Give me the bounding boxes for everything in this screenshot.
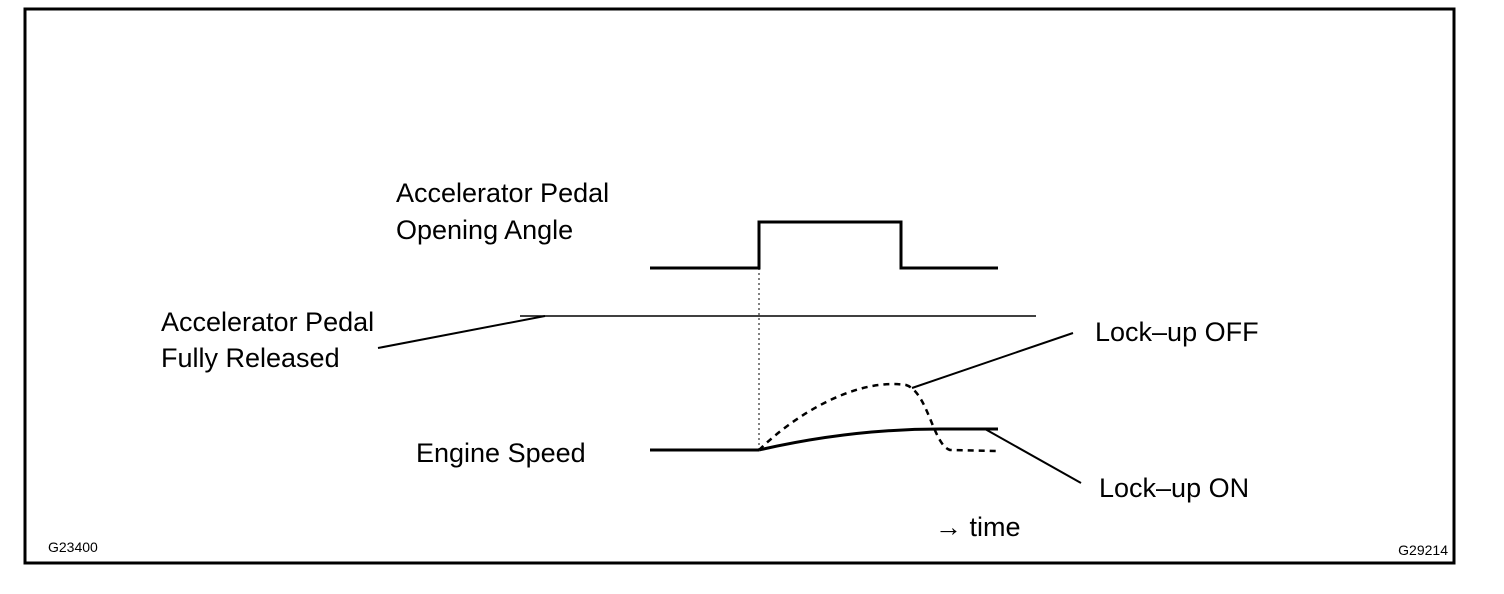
figure-code-left: G23400 xyxy=(48,539,98,555)
pedal-released-label-line2: Fully Released xyxy=(161,343,340,373)
engine-speed-label: Engine Speed xyxy=(416,438,586,468)
engine-speed-lockup-off-trace xyxy=(758,382,999,453)
figure-code-right: G29214 xyxy=(1398,542,1448,558)
lockup-off-label: Lock–up OFF xyxy=(1095,317,1259,347)
lockup-on-label: Lock–up ON xyxy=(1099,473,1249,503)
pedal-angle-label-line1: Accelerator Pedal xyxy=(396,178,609,208)
lockup-on-leader xyxy=(984,428,1082,484)
engine-speed-lockup-on-trace xyxy=(758,427,998,452)
pedal-released-leader xyxy=(377,315,546,349)
pedal-angle-trace xyxy=(650,220,998,270)
pedal-released-label-line1: Accelerator Pedal xyxy=(161,307,374,337)
diagram-frame xyxy=(23,7,1456,565)
time-axis-label: → time xyxy=(935,512,1021,542)
lockup-off-leader xyxy=(911,332,1074,389)
pedal-angle-label-line2: Opening Angle xyxy=(396,215,573,245)
